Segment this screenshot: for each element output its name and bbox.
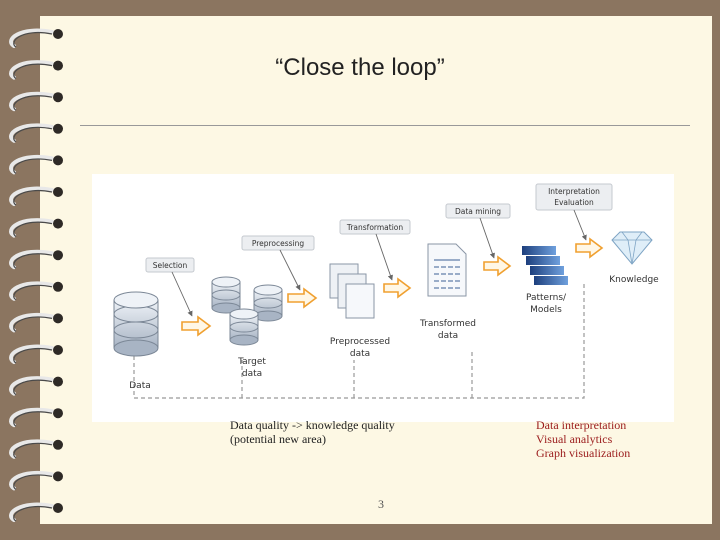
pointer-interpretation: [573, 209, 587, 241]
spiral-ring-shadow: [13, 95, 53, 111]
binding-hole: [53, 218, 63, 229]
stage-label-transformed-1: Transformed: [419, 319, 476, 329]
binding-hole: [53, 29, 63, 39]
spiral-ring-shadow: [13, 379, 53, 396]
svg-text:Data mining: Data mining: [455, 207, 501, 216]
spiral-ring: [9, 91, 54, 112]
binding-hole: [53, 471, 63, 482]
slide-title: “Close the loop”: [275, 54, 445, 81]
spiral-ring-shadow: [13, 126, 53, 143]
stage-label-transformed-2: data: [438, 331, 458, 341]
spiral-ring: [9, 502, 54, 522]
spiral-ring-shadow: [13, 316, 53, 332]
spiral-ring-shadow: [13, 442, 53, 459]
svg-text:Preprocessing: Preprocessing: [252, 239, 305, 248]
spiral-ring: [9, 186, 54, 206]
spiral-ring-shadow: [13, 284, 53, 301]
stage-label-data: Data: [129, 381, 151, 391]
spiral-ring-shadow: [13, 32, 53, 48]
note-right-line-3: Graph visualization: [536, 446, 631, 460]
stage-label-target-data-2: data: [242, 369, 262, 379]
knowledge-diamond-icon: [611, 231, 653, 265]
spiral-ring: [9, 249, 54, 270]
binding-hole: [53, 408, 63, 419]
svg-text:Interpretation: Interpretation: [548, 187, 600, 196]
note-right-line-1: Data interpretation: [536, 418, 627, 432]
pointer-selection: [171, 271, 193, 317]
spiral-ring-shadow: [13, 190, 53, 206]
spiral-binding: [9, 28, 63, 522]
stage-label-knowledge: Knowledge: [609, 275, 659, 285]
binding-hole: [53, 503, 63, 513]
transformed-data-icon: [427, 243, 467, 297]
spiral-ring: [9, 313, 54, 333]
spiral-ring-shadow: [13, 63, 53, 80]
binding-hole: [53, 155, 63, 166]
spiral-ring: [9, 407, 54, 428]
spiral-ring: [9, 439, 54, 459]
spiral-ring-shadow: [13, 348, 53, 364]
spiral-ring: [9, 281, 54, 301]
target-data-icon: [211, 276, 283, 346]
process-arrow-4: [483, 255, 512, 277]
pointer-transformation: [375, 233, 393, 281]
note-left-line-2: (potential new area): [230, 432, 326, 446]
binding-hole: [53, 345, 63, 355]
spiral-ring: [9, 218, 54, 238]
binding-hole: [53, 187, 63, 197]
step-tag-data-mining: Data mining: [445, 203, 511, 219]
stage-label-patterns-1: Patterns/: [526, 293, 567, 303]
stage-label-target-data-1: Target: [237, 357, 266, 367]
binding-hole: [53, 376, 63, 387]
stage-label-preprocessed-1: Preprocessed: [330, 337, 390, 347]
spiral-ring-shadow: [13, 253, 53, 269]
spiral-ring-shadow: [13, 221, 53, 238]
step-tag-selection: Selection: [145, 257, 195, 273]
binding-hole: [53, 313, 63, 324]
pointer-data-mining: [479, 217, 495, 259]
stage-label-patterns-2: Models: [530, 305, 562, 315]
process-arrow-3: [383, 277, 412, 299]
page-number: 3: [378, 497, 384, 511]
binding-hole: [53, 60, 63, 71]
kdd-process-diagram: Data Target data Preprocessed data: [92, 174, 674, 422]
spiral-ring-shadow: [13, 158, 53, 174]
note-left-line-1: Data quality -> knowledge quality: [230, 418, 395, 432]
data-database-icon: [113, 291, 159, 357]
spiral-ring: [9, 471, 54, 491]
title-divider: [80, 125, 690, 126]
spiral-ring-shadow: [13, 411, 53, 427]
pointer-preprocessing: [279, 249, 301, 291]
spiral-ring: [9, 28, 54, 48]
step-tag-preprocessing: Preprocessing: [241, 235, 315, 251]
note-data-quality: Data quality -> knowledge quality (poten…: [230, 418, 395, 446]
preprocessed-data-icon: [329, 263, 375, 319]
spiral-ring: [9, 60, 54, 80]
step-tag-interpretation: Interpretation Evaluation: [535, 183, 613, 211]
process-arrow-5: [575, 237, 604, 259]
binding-hole: [53, 250, 63, 261]
binding-hole: [53, 92, 63, 103]
spiral-ring-shadow: [13, 474, 53, 490]
binding-hole: [53, 281, 63, 292]
stage-label-preprocessed-2: data: [350, 349, 370, 359]
spiral-ring: [9, 344, 54, 364]
note-right-line-2: Visual analytics: [536, 432, 613, 446]
feedback-loop-line: [133, 284, 585, 399]
spiral-ring: [9, 376, 54, 396]
process-arrow-2: [287, 287, 318, 309]
spiral-ring-shadow: [13, 506, 53, 522]
spiral-ring: [9, 155, 54, 175]
step-tag-transformation: Transformation: [339, 219, 411, 235]
binding-hole: [53, 123, 63, 134]
svg-text:Evaluation: Evaluation: [554, 198, 594, 207]
patterns-models-icon: [522, 246, 568, 285]
svg-text:Selection: Selection: [153, 261, 188, 270]
binding-hole: [53, 439, 63, 450]
process-arrow-1: [181, 315, 212, 337]
spiral-ring: [9, 123, 54, 143]
note-interpretation: Data interpretation Visual analytics Gra…: [536, 418, 630, 460]
svg-text:Transformation: Transformation: [346, 223, 404, 232]
